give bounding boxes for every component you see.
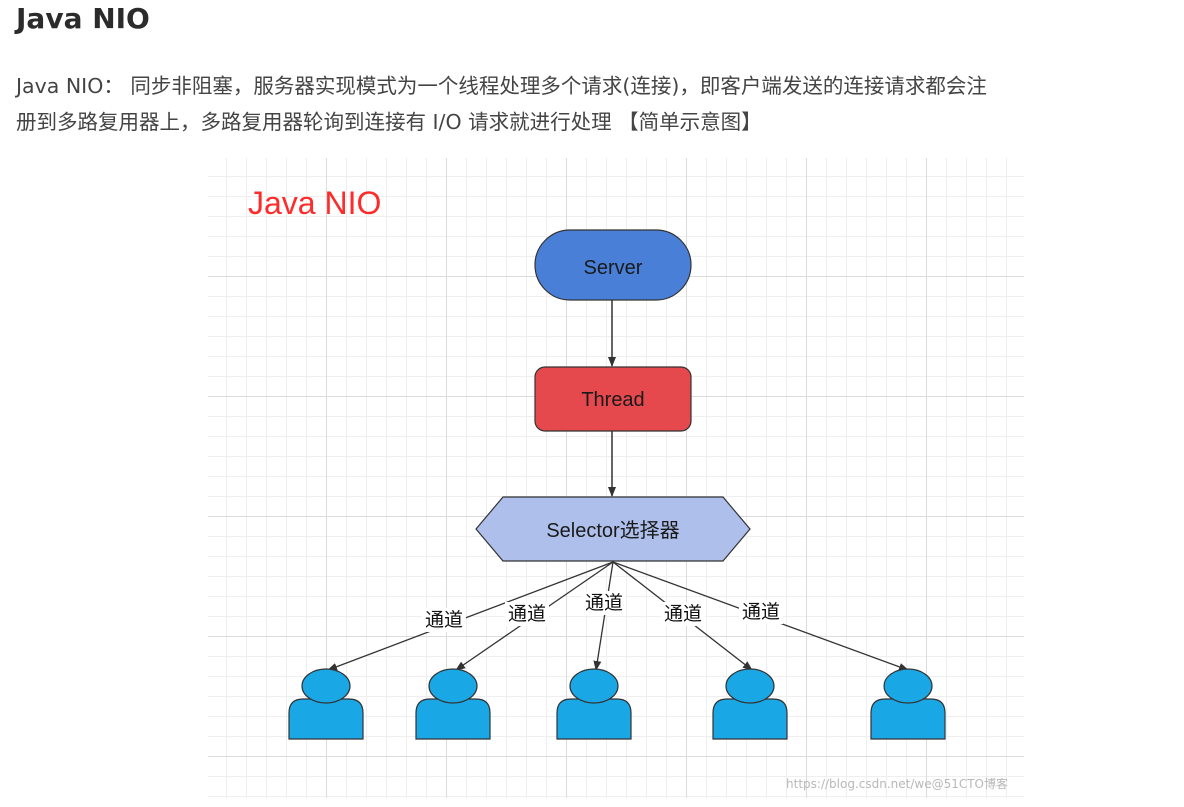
server-shape [534, 229, 692, 301]
channel-arrow [327, 561, 614, 671]
channel-label-background [505, 602, 549, 626]
channel-arrow [593, 561, 614, 671]
client-user-icon [870, 668, 946, 740]
diagram-svg: Java NIO Server Thread Selector选择器 通道通道通… [248, 185, 946, 740]
thread-node: Thread [534, 366, 692, 432]
diagram-title: Java NIO [248, 185, 381, 221]
channel-label: 通道 [664, 603, 702, 625]
selector-shape [475, 496, 751, 562]
client-user-icon [288, 668, 364, 740]
client-user-icon [556, 668, 632, 740]
server-label: Server [584, 257, 643, 279]
client-head [725, 668, 775, 704]
client-head [428, 668, 478, 704]
channel-labels: 通道通道通道通道通道 [422, 591, 783, 632]
thread-label: Thread [581, 389, 644, 411]
clients [288, 668, 946, 740]
client-body [556, 698, 632, 740]
selector-label: Selector选择器 [546, 519, 679, 542]
paragraph-line-2: 册到多路复用器上，多路复用器轮询到连接有 I/O 请求就进行处理 【简单示意图】 [16, 110, 762, 134]
channel-label: 通道 [742, 601, 780, 623]
channel-label-background [582, 591, 626, 615]
client-head [301, 668, 351, 704]
client-body [870, 698, 946, 740]
page-heading: Java NIO [16, 2, 150, 35]
channel-label-background [661, 602, 705, 626]
description-paragraph: Java NIO： 同步非阻塞，服务器实现模式为一个线程处理多个请求(连接)，即… [16, 68, 1166, 140]
watermark: https://blog.csdn.net/we@51CTO博客 [786, 777, 1008, 791]
channel-label: 通道 [425, 609, 463, 631]
client-body [415, 698, 491, 740]
channel-label-background [739, 600, 783, 624]
channel-label: 通道 [585, 592, 623, 614]
server-node: Server [534, 229, 692, 301]
channel-label: 通道 [508, 603, 546, 625]
client-head [569, 668, 619, 704]
client-body [712, 698, 788, 740]
client-user-icon [712, 668, 788, 740]
channel-arrows [327, 561, 909, 671]
nio-diagram: Java NIO Server Thread Selector选择器 通道通道通… [208, 158, 1024, 798]
channel-label-background [422, 608, 466, 632]
thread-shape [534, 366, 692, 432]
client-user-icon [415, 668, 491, 740]
selector-node: Selector选择器 [475, 496, 751, 562]
client-body [288, 698, 364, 740]
paragraph-line-1: Java NIO： 同步非阻塞，服务器实现模式为一个线程处理多个请求(连接)，即… [16, 74, 987, 98]
client-head [883, 668, 933, 704]
